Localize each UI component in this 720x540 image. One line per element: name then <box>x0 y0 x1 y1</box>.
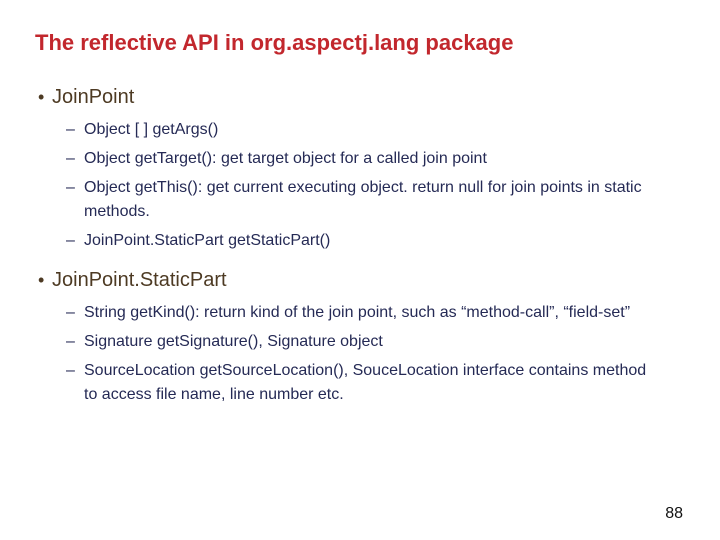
dash-bullet-icon: – <box>66 179 75 196</box>
section-item-list: – Object [ ] getArgs() – Object getTarge… <box>0 118 720 253</box>
list-item-text: SourceLocation getSourceLocation(), Souc… <box>84 362 647 403</box>
section-joinpoint-staticpart: • JoinPoint.StaticPart – String getKind(… <box>0 267 720 407</box>
list-item-text: Object getThis(): get current executing … <box>84 179 642 220</box>
dash-bullet-icon: – <box>66 150 75 167</box>
dash-bullet-icon: – <box>66 362 75 379</box>
list-item: – Object getTarget(): get target object … <box>66 147 720 171</box>
list-item-text: Signature getSignature(), Signature obje… <box>84 333 383 350</box>
section-heading-label: JoinPoint <box>52 86 135 108</box>
bullet-icon: • <box>38 270 45 290</box>
list-item-text: Object getTarget(): get target object fo… <box>84 150 487 167</box>
list-item-text: Object [ ] getArgs() <box>84 121 219 138</box>
list-item: – String getKind(): return kind of the j… <box>66 301 720 325</box>
bullet-icon: • <box>38 87 45 107</box>
section-item-list: – String getKind(): return kind of the j… <box>0 301 720 407</box>
page-number: 88 <box>665 505 683 522</box>
section-heading-row: • JoinPoint.StaticPart <box>38 267 720 293</box>
section-heading-row: • JoinPoint <box>38 84 720 110</box>
slide-title: The reflective API in org.aspectj.lang p… <box>35 30 514 55</box>
section-joinpoint: • JoinPoint – Object [ ] getArgs() – Obj… <box>0 84 720 253</box>
list-item: – JoinPoint.StaticPart getStaticPart() <box>66 229 720 253</box>
list-item-text: String getKind(): return kind of the joi… <box>84 304 631 321</box>
dash-bullet-icon: – <box>66 232 75 249</box>
list-item: – Signature getSignature(), Signature ob… <box>66 330 720 354</box>
section-heading-label: JoinPoint.StaticPart <box>52 269 227 291</box>
dash-bullet-icon: – <box>66 121 75 138</box>
list-item: – Object [ ] getArgs() <box>66 118 720 142</box>
dash-bullet-icon: – <box>66 333 75 350</box>
list-item: – Object getThis(): get current executin… <box>66 176 720 224</box>
list-item: – SourceLocation getSourceLocation(), So… <box>66 359 720 407</box>
dash-bullet-icon: – <box>66 304 75 321</box>
list-item-text: JoinPoint.StaticPart getStaticPart() <box>84 232 331 249</box>
